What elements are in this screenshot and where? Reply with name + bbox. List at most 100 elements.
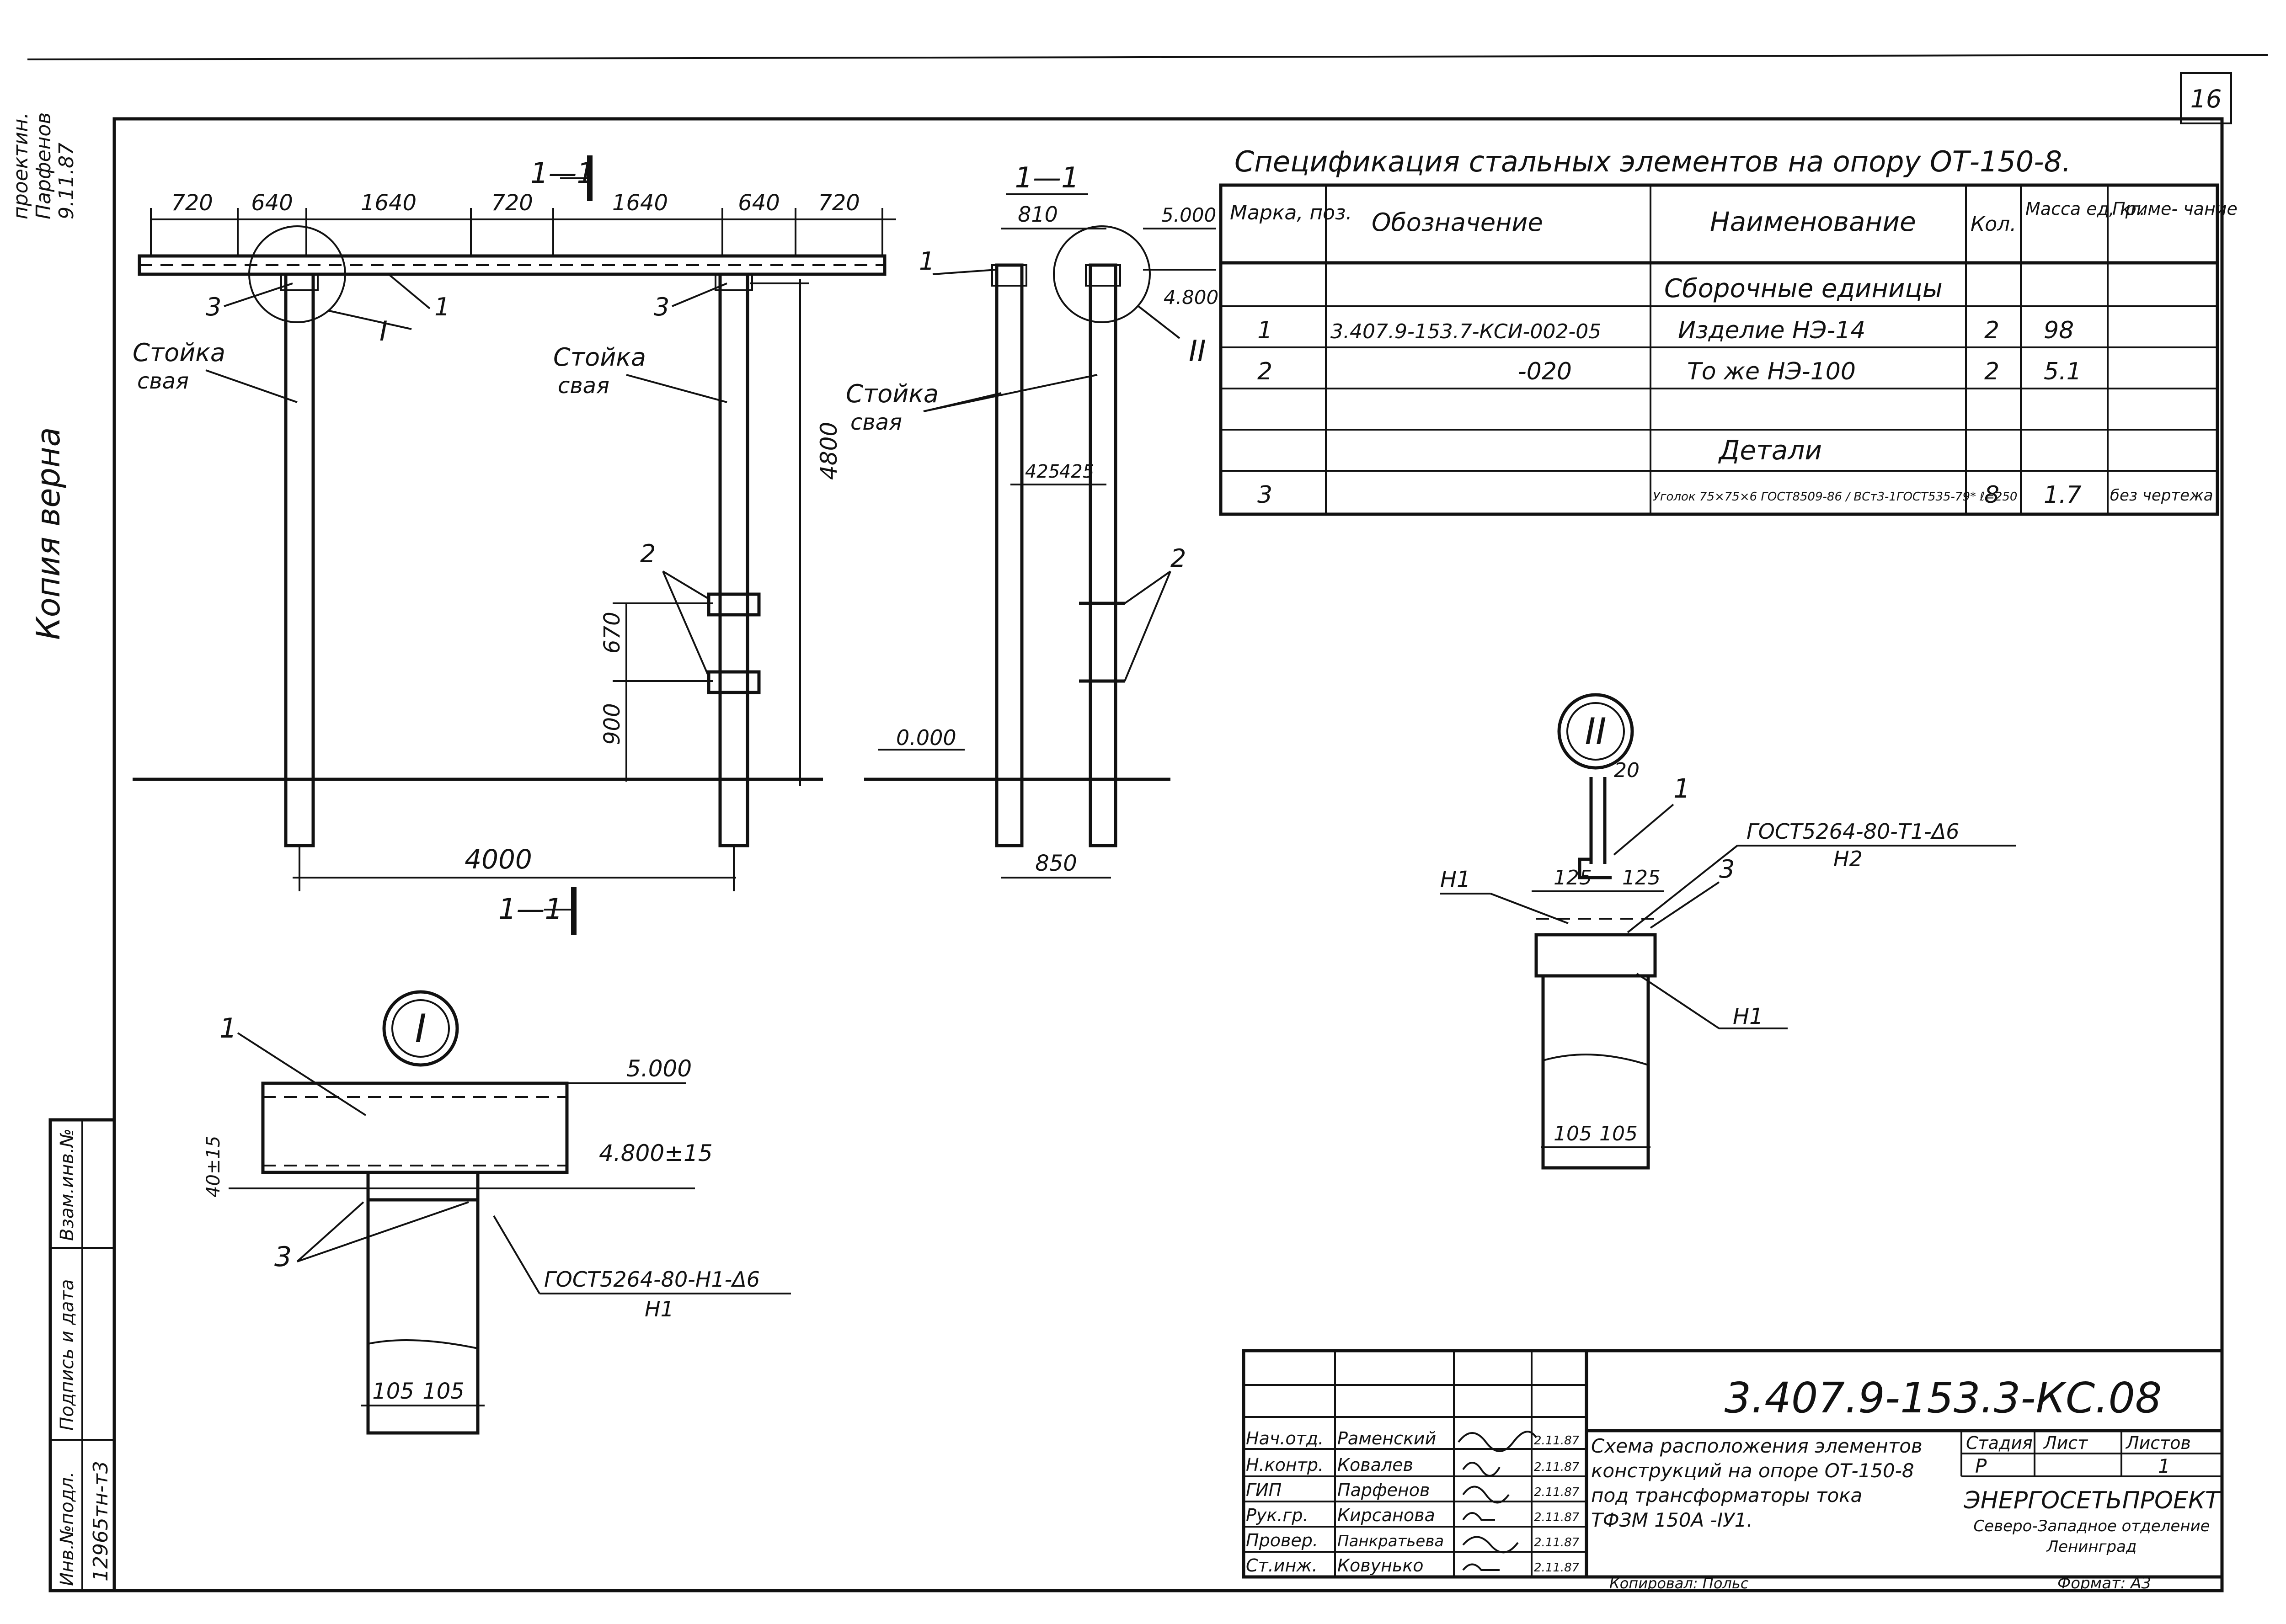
dimension-ticks [150,208,883,256]
dimension-value: 720 [171,190,213,216]
dimension-value: 125 [1554,866,1592,889]
dimension-value: 105 [422,1379,465,1404]
spec-cell: 3 [1257,481,1272,509]
sheets-label: Листов [2125,1433,2191,1453]
callout-number: 1 [919,247,935,276]
detail-mark-circle [1566,702,1625,761]
detail-mark-circle [382,990,459,1067]
leader-line [1490,893,1569,924]
dimension-value: 20 [1614,759,1640,782]
callout-number: 3 [654,293,669,321]
description-line: Схема расположения элементов [1591,1435,1923,1457]
detail-II: II 20 125 125 105 105 Н1 1 ГОСТ5264-80-Т… [1440,693,2016,1170]
leader-line [493,1215,540,1294]
detail-I: I 5.000 4.800±15 40±15 1 3 ГОСТ5264-80-Н… [203,990,791,1435]
person-name: Раменский [1337,1428,1436,1448]
detail-circle-II [1053,225,1151,323]
leader-line [1650,881,1720,929]
side-post-cap [991,264,1027,287]
callout-number: 1 [434,293,450,321]
leader-line [1124,570,1171,604]
sheets-value: 1 [2158,1455,2170,1477]
post-label: свая [137,368,189,394]
spec-cell: 2 [1984,358,1999,385]
dimension-value: 4800 [816,422,842,480]
person-name: Ковунько [1337,1555,1424,1576]
sheet-frame [112,117,2224,1592]
spec-cell: 1.7 [2044,481,2082,509]
dimension-value: 670 [599,612,625,654]
section-mark-label: 1—1 [530,156,595,190]
dimension-value: 105 [1554,1122,1592,1145]
person-name: Кирсанова [1337,1505,1435,1525]
leader-line [1124,571,1171,682]
margin-note-line: Копия верна [30,427,67,640]
spec-cell: 5.1 [2044,358,2082,385]
callout-number: 1 [219,1012,237,1044]
clamp [707,670,761,694]
leader-line [1613,804,1674,856]
dimension-value: 105 [1599,1122,1638,1145]
dimension-value: 900 [599,703,625,745]
side-post-right [1089,263,1117,847]
post-label: Стойка [553,343,646,372]
callout-number: 1 [1673,773,1690,804]
callout-number: 2 [640,539,656,568]
spec-header: Масса ед, кг. [2025,199,2145,219]
spec-frame [1219,183,2219,516]
dimension-value: 105 [372,1379,414,1404]
post-label: Стойка [846,379,939,408]
leader-line [224,282,293,307]
person-name: Панкратьева [1337,1532,1444,1550]
role-label: Н.контр. [1246,1455,1324,1475]
margin-note: Копия верна проектин. Парфенов 9.11.87 [9,112,78,640]
front-view: 1—1 720 640 1640 720 1640 640 720 I [133,155,896,935]
stage-label: Стадия [1966,1433,2033,1453]
copied-by: Копировал: Польс [1609,1575,1749,1592]
spec-header: Наименование [1710,206,1916,237]
angle-section [1578,857,1612,879]
title-block-frame [1242,1349,2224,1579]
callout-number: 3 [1719,855,1735,884]
post-cap [1534,933,1657,978]
person-name: Парфенов [1337,1480,1430,1500]
leader-line [205,369,298,403]
post-left [284,272,315,847]
spec-header: Приме- чание [2112,199,2238,219]
dimension-value: 810 [1018,202,1058,227]
post-caps [280,273,753,291]
level-label: 5.000 [1161,204,1216,226]
stage-value: Р [1975,1455,1987,1477]
break-line [1543,1054,1649,1066]
spec-section: Сборочные единицы [1664,274,1943,304]
role-label: Провер. [1246,1530,1318,1550]
callout-number: 2 [1170,544,1186,573]
detail-callout: II [1189,335,1206,368]
sign-date: 2.11.87 [1534,1434,1580,1448]
clamp [707,592,761,617]
dimension-value: 850 [1035,851,1077,876]
org-sub: Северо-Западное отделение [1973,1517,2210,1535]
post-label: Стойка [133,338,225,367]
description-line: конструкций на опоре ОТ-150-8 [1591,1459,1914,1482]
spec-grid [1221,185,2217,514]
leader-line [1138,305,1180,339]
leader-line [329,310,412,330]
leader-line [1636,973,1720,1029]
detail-post [1541,974,1650,1170]
weld-label: ГОСТ5264-80-Т1-Δ6 [1747,819,1960,844]
spec-cell: 2 [1984,317,1999,344]
doc-code: 3.407.9-153.3-КС.08 [1725,1374,2162,1422]
post-right [718,272,749,847]
detail-circle-I [248,225,346,323]
title-block-grid [1244,1351,2222,1577]
spec-cell: 3.407.9-153.7-КСИ-002-05 [1330,320,1601,343]
side-post-cap [1085,264,1121,287]
signatures [1458,1431,1537,1571]
spec-cell: 8 [1984,481,1999,509]
section-mark-label: 1—1 [498,892,563,926]
stamp-value: 12965тн-т3 [89,1461,112,1581]
title-block: 3.407.9-153.3-КС.08 Нач.отд. Н.контр. ГИ… [1242,1349,2224,1592]
detail-mark-circle [391,999,450,1058]
weld-sub: Н1 [1733,1004,1763,1029]
